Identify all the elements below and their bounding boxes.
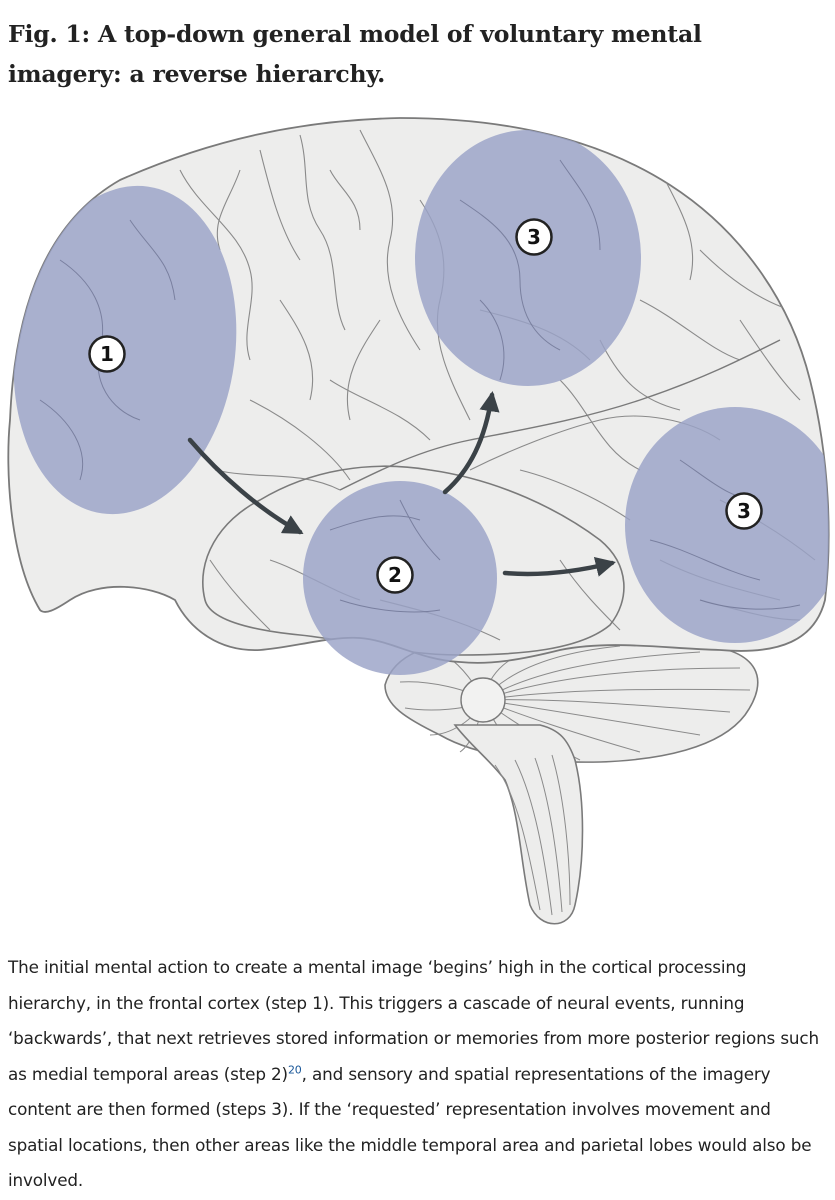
occipital-region-highlight <box>625 407 829 643</box>
step-marker-1: 1 <box>88 335 126 373</box>
brainstem <box>453 724 584 925</box>
arrow-step1-to-step2 <box>187 437 304 535</box>
arrow-step2-to-step3-back <box>502 556 616 577</box>
parietal-region-highlight <box>415 130 641 386</box>
svg-text:2: 2 <box>388 563 402 587</box>
step-marker-3-back: 3 <box>725 492 763 530</box>
svg-text:1: 1 <box>100 342 114 366</box>
figure-title: Fig. 1: A top-down general model of volu… <box>8 20 702 88</box>
reference-link[interactable]: 20 <box>287 1062 302 1076</box>
arrow-step2-to-step3-top <box>442 390 500 495</box>
svg-text:3: 3 <box>527 225 541 249</box>
svg-text:3: 3 <box>737 499 751 523</box>
caption-text-part1: The initial mental action to create a me… <box>8 957 819 1084</box>
figure-caption: The initial mental action to create a me… <box>8 950 830 1199</box>
step-marker-3-top: 3 <box>515 218 553 256</box>
caption-text-part2: , and sensory and spatial representation… <box>8 1063 812 1191</box>
step-marker-2: 2 <box>376 556 414 594</box>
brain-figure: 1 2 3 3 <box>0 110 835 945</box>
cascade-arrows <box>187 390 616 577</box>
